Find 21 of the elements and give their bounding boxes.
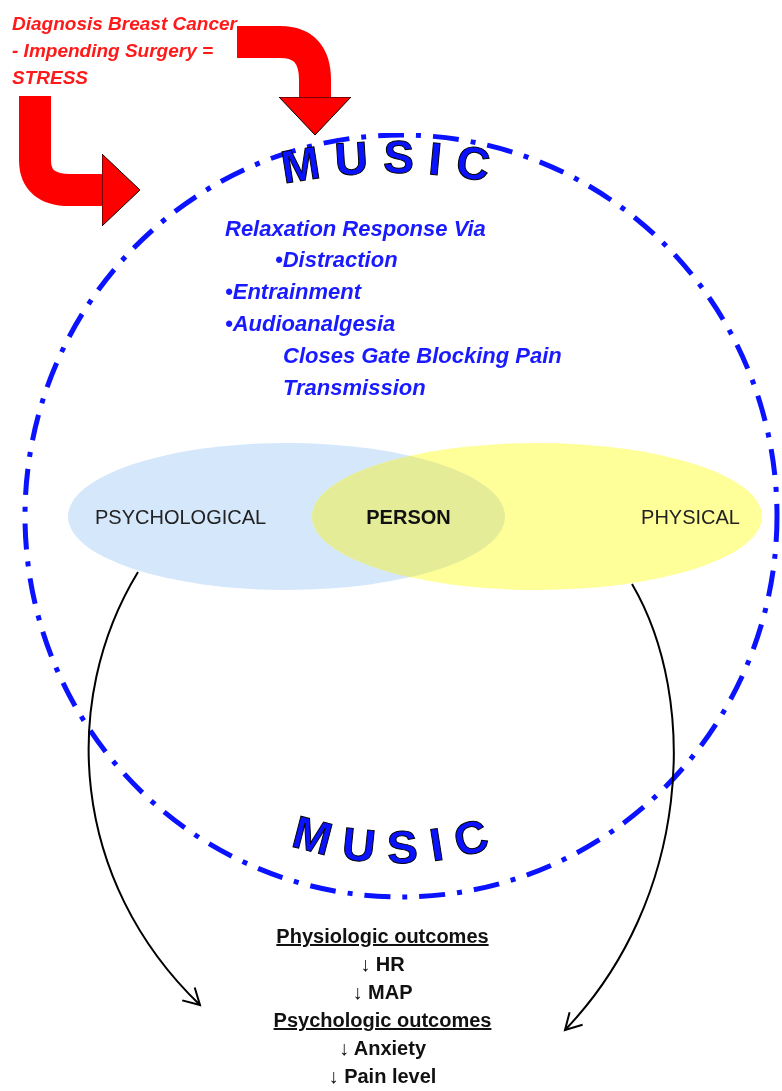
bullet-text: Closes Gate Blocking Pain Transmission — [283, 342, 563, 402]
curved-arrow — [87, 571, 201, 1006]
outcome-text: ↓ HR — [360, 952, 405, 977]
bullet-text: •Audioanalgesia — [225, 310, 396, 338]
stress-text: Diagnosis Breast Cancer - Impending Surgery = STRESS — [12, 12, 237, 90]
curved-arrow — [564, 583, 675, 1031]
outcome-text: ↓ Pain level — [328, 1064, 437, 1089]
arc-title: MUSIC — [277, 133, 508, 194]
region-label: PHYSICAL — [641, 504, 740, 530]
arc-title: MUSIC — [287, 804, 508, 874]
outcome-text: ↓ MAP — [352, 980, 413, 1005]
heading-text: Physiologic outcomes — [276, 924, 489, 949]
outcome-text: ↓ Anxiety — [338, 1036, 427, 1061]
region-label: PSYCHOLOGICAL — [95, 504, 267, 530]
bullet-text: •Distraction — [275, 246, 398, 274]
block-arrow — [237, 26, 352, 136]
heading-text: Psychologic outcomes — [273, 1008, 492, 1033]
region-label: PERSON — [366, 504, 451, 530]
block-arrow — [19, 96, 141, 227]
bullet-text: •Entrainment — [225, 278, 362, 306]
bullet-text: Relaxation Response Via — [225, 215, 486, 243]
